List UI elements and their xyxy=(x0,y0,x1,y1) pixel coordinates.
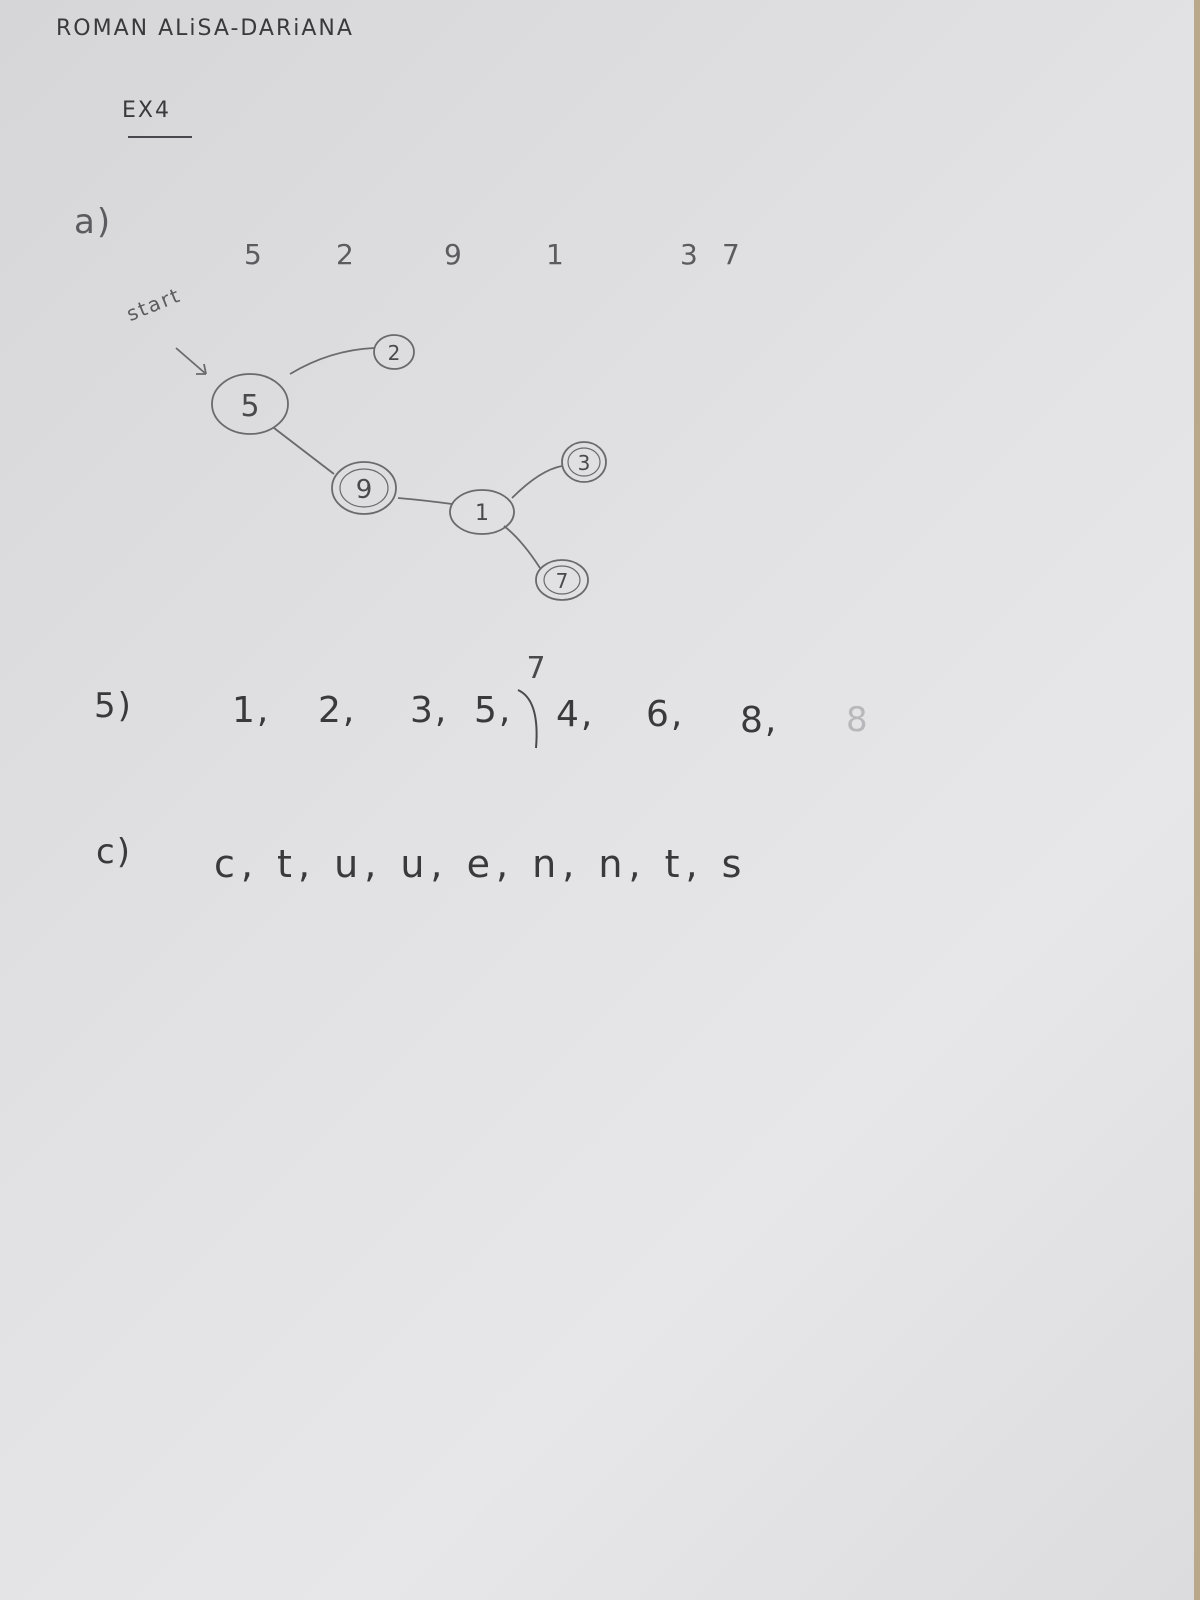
tree-edges xyxy=(273,347,563,569)
svg-text:3: 3 xyxy=(578,451,591,475)
paper-edge xyxy=(1194,0,1200,1600)
start-arrow xyxy=(175,347,207,375)
exercise-underline xyxy=(128,136,192,138)
edge-5-9 xyxy=(273,427,335,475)
tree-node: 9 xyxy=(331,461,397,515)
correction-mark xyxy=(517,689,538,749)
edge-1-7 xyxy=(503,525,541,569)
student-name: ROMAN ALiSA-DARiANA xyxy=(56,16,354,41)
edge-9-1 xyxy=(397,497,453,505)
part-b-label: 5) xyxy=(94,686,133,726)
tree-node: 2 xyxy=(373,334,415,370)
exercise-title: EX4 xyxy=(122,98,171,123)
tree-node: 3 xyxy=(561,441,607,483)
list-value: 6, xyxy=(646,694,685,735)
part-c-values: c, t, u, u, e, n, n, t, s xyxy=(214,842,748,886)
edge-1-3 xyxy=(511,465,563,499)
list-value: 8, xyxy=(740,700,779,741)
svg-text:7: 7 xyxy=(556,569,569,593)
sequence-value: 7 xyxy=(722,238,742,271)
svg-text:1: 1 xyxy=(475,501,489,526)
correction-value: 7 xyxy=(526,651,545,686)
sequence-value: 9 xyxy=(444,238,464,271)
part-c-label: c) xyxy=(96,832,132,872)
sequence-value: 1 xyxy=(546,238,566,271)
list-value: 3, xyxy=(410,690,449,731)
part-a-label: a) xyxy=(74,202,113,242)
sequence-value: 5 xyxy=(244,238,264,271)
tree-node: 1 xyxy=(449,489,515,535)
list-value: 2, xyxy=(318,690,357,731)
tree-node: 5 xyxy=(211,373,289,435)
list-value-crossed: 4, xyxy=(556,694,595,735)
list-value-erased: 8 xyxy=(846,700,870,740)
svg-text:2: 2 xyxy=(388,341,401,365)
sequence-value: 3 xyxy=(680,238,700,271)
svg-text:9: 9 xyxy=(356,475,373,505)
tree-node: 7 xyxy=(535,559,589,601)
edge-5-2 xyxy=(289,347,375,375)
sequence-value: 2 xyxy=(336,238,356,271)
list-value: 5, xyxy=(474,690,513,731)
svg-text:5: 5 xyxy=(240,389,259,424)
list-value: 1, xyxy=(232,690,271,731)
